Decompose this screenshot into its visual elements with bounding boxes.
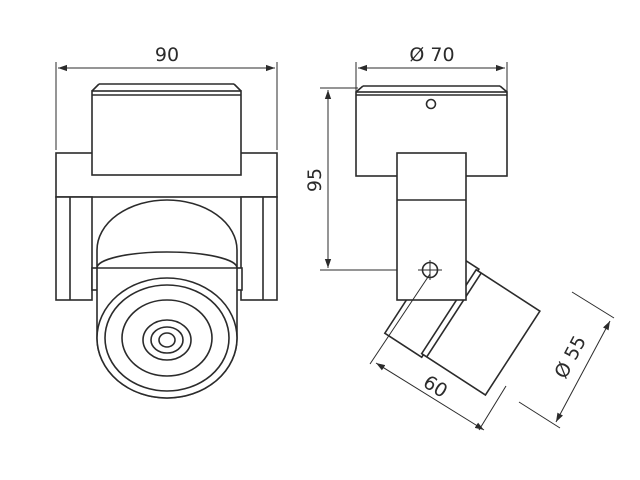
side-arm bbox=[396, 152, 467, 301]
side-top-diameter-label: Ø 70 bbox=[409, 44, 454, 66]
side-mounting-base bbox=[355, 85, 508, 177]
front-width-dimension: 90 bbox=[55, 44, 278, 150]
front-mounting-base bbox=[91, 83, 242, 176]
side-view: Ø 70 95 bbox=[304, 44, 615, 431]
side-lamp-diameter-label: Ø 55 bbox=[550, 332, 591, 382]
front-lamp-head bbox=[91, 199, 243, 399]
front-view: 90 bbox=[55, 44, 278, 399]
side-top-diameter-dimension: Ø 70 bbox=[355, 44, 508, 92]
side-arm-length-label: 60 bbox=[419, 371, 451, 402]
front-width-label: 90 bbox=[155, 44, 179, 66]
screw-hole-icon bbox=[425, 98, 437, 110]
side-height-label: 95 bbox=[304, 168, 326, 192]
